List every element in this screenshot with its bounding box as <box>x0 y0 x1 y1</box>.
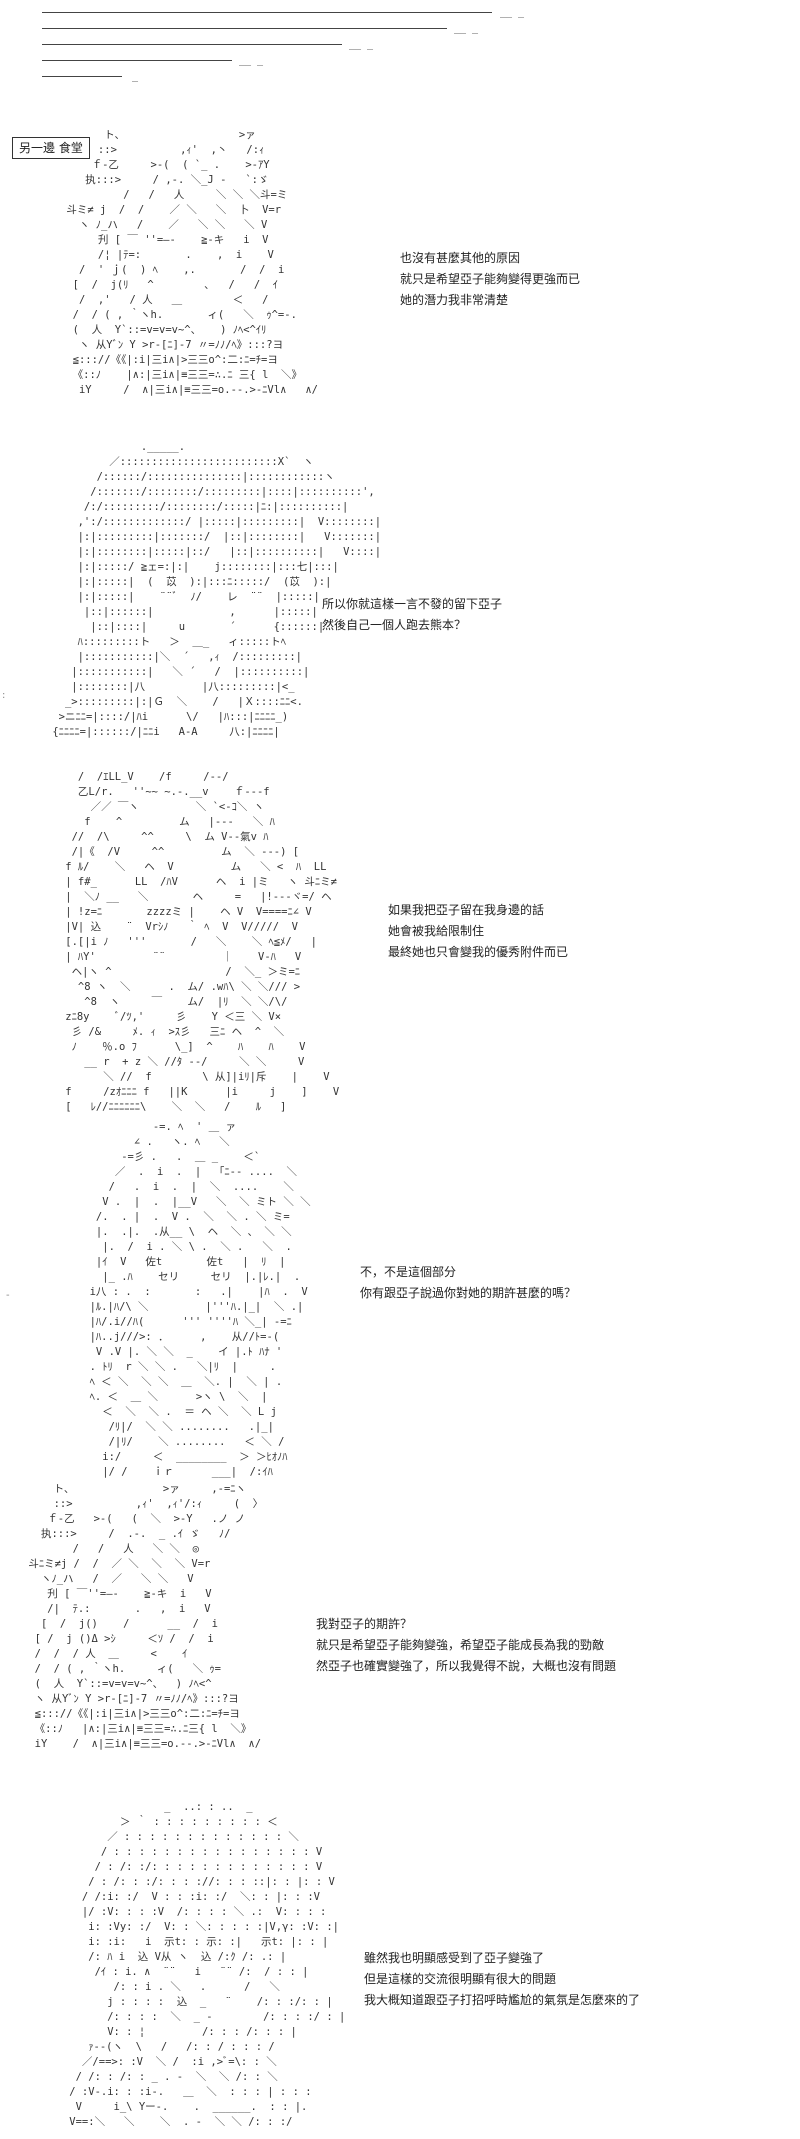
header-rule-1 <box>42 12 492 13</box>
dialogue-line: 不，不是這個部分 <box>360 1265 457 1279</box>
dialogue-line: 她的潛力我非常清楚 <box>400 293 509 307</box>
dialogue-line: 然亞子也確實變強了，所以我覺得不說，大概也沒有問題 <box>316 1659 617 1673</box>
ascii-art-panel-5: ト、 >ァ ,-=ﾆヽ ::> ,ｨ' ,ｨ'/:ｨ ( 〉 ｆ-乙 >-( (… <box>28 1483 264 1750</box>
location-label: 另一邊 食堂 <box>12 137 90 159</box>
header-dash-line-5: _ <box>42 72 182 92</box>
dialogue-panel-2: 所以你就這樣一言不發的留下亞子 然後自己一個人跑去熊本？ <box>322 594 502 636</box>
ascii-art-panel-2: ._____. ／:::::::::::::::::::::::::X` ヽ /… <box>52 441 382 738</box>
dialogue-line: 所以你就這樣一言不發的留下亞子 <box>322 597 503 611</box>
header-text-1: __ _ <box>500 7 525 18</box>
dialogue-line: 就只是希望亞子能夠變強，希望亞子能成長為我的勁敵 <box>316 1638 605 1652</box>
header-rule-2 <box>42 28 447 29</box>
dialogue-panel-4: 不，不是這個部分 你有跟亞子說過你對她的期許甚麼的嗎？ <box>360 1262 576 1304</box>
header-rule-4 <box>42 60 232 61</box>
header-dash-line-4: __ _ <box>42 56 282 76</box>
header-text-5: _ <box>132 71 139 82</box>
dialogue-panel-5: 我對亞子的期許？ 就只是希望亞子能夠變強，希望亞子能成長為我的勁敵 然亞子也確實… <box>316 1614 616 1677</box>
header-dash-line-2: __ _ <box>42 24 482 44</box>
dialogue-line: 如果我把亞子留在我身邊的話 <box>388 903 545 917</box>
ascii-art-panel-4: -=. ﾍ ' ＿ ァ ∠ . ヽ. ﾍ ＼ -=彡 . . ＿ _ ＜` ／ … <box>89 1121 311 1478</box>
dialogue-line: 也沒有甚麼其他的原因 <box>400 251 521 265</box>
dialogue-panel-3: 如果我把亞子留在我身邊的話 她會被我給限制住 最終她也只會變我的優秀附件而已 <box>388 900 568 963</box>
margin-mark: - <box>6 1290 10 1301</box>
header-dash-line-3: __ _ <box>42 40 382 60</box>
header-rule-3 <box>42 44 342 45</box>
dialogue-line: 然後自己一個人跑去熊本？ <box>322 618 467 632</box>
margin-mark: : <box>2 690 6 701</box>
dialogue-panel-1: 也沒有甚麼其他的原因 就只是希望亞子能夠變得更強而已 她的潛力我非常清楚 <box>400 248 580 311</box>
ascii-art-panel-3: / /ｴLL_V /f /--/ 乙L/r. ''~~ ~.-.__v ｆ---… <box>65 771 340 1113</box>
dialogue-line: 最終她也只會變我的優秀附件而已 <box>388 945 569 959</box>
header-text-4: __ _ <box>239 55 264 66</box>
dialogue-panel-6: 雖然我也明顯感受到了亞子變強了 但是這樣的交流很明顯有很大的問題 我大概知道跟亞… <box>364 1948 640 2011</box>
header-rule-5 <box>42 76 122 77</box>
ascii-art-panel-6: _ ..: : .. _ ＞ ｀ : : : : : : : : : ＜ ／ :… <box>69 1801 346 2128</box>
dialogue-line: 你有跟亞子說過你對她的期許甚麼的嗎？ <box>360 1286 577 1300</box>
dialogue-line: 我大概知道跟亞子打招呼時尷尬的氣氛是怎麼來的了 <box>364 1993 641 2007</box>
dialogue-line: 我對亞子的期許？ <box>316 1617 413 1631</box>
ascii-art-panel-1: ト、 >ァ ::> ,ｨ' ,丶 /:ｨ ｆ-乙 >-( ( `_ . >-ｱY… <box>66 129 319 396</box>
header-text-3: __ _ <box>349 39 374 50</box>
header-dash-line-1: __ _ <box>42 8 542 28</box>
dialogue-line: 就只是希望亞子能夠變得更強而已 <box>400 272 581 286</box>
dialogue-line: 她會被我給限制住 <box>388 924 485 938</box>
header-text-2: __ _ <box>454 23 479 34</box>
dialogue-line: 雖然我也明顯感受到了亞子變強了 <box>364 1951 545 1965</box>
dialogue-line: 但是這樣的交流很明顯有很大的問題 <box>364 1972 557 1986</box>
